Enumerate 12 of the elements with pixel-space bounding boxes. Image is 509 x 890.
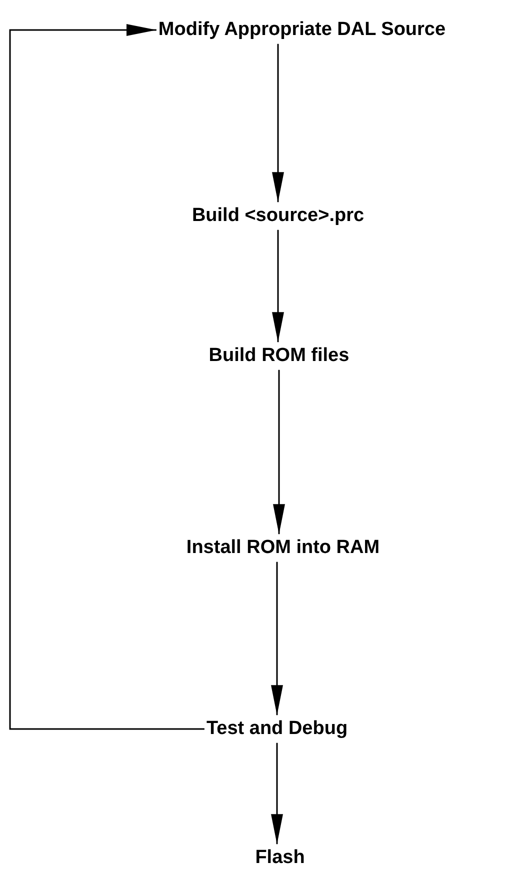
step-label: Build <source>.prc [192, 204, 364, 228]
arrow [273, 370, 285, 534]
arrow [271, 742, 283, 844]
arrow [9, 24, 204, 730]
step-label: Build ROM files [208, 344, 350, 368]
arrow [272, 230, 284, 342]
arrow [272, 44, 284, 202]
step-label: Test and Debug [206, 717, 348, 741]
step-label: Modify Appropriate DAL Source [158, 18, 446, 42]
step-label: Flash [255, 846, 305, 870]
step-label: Install ROM into RAM [186, 536, 380, 560]
arrow [271, 562, 283, 716]
